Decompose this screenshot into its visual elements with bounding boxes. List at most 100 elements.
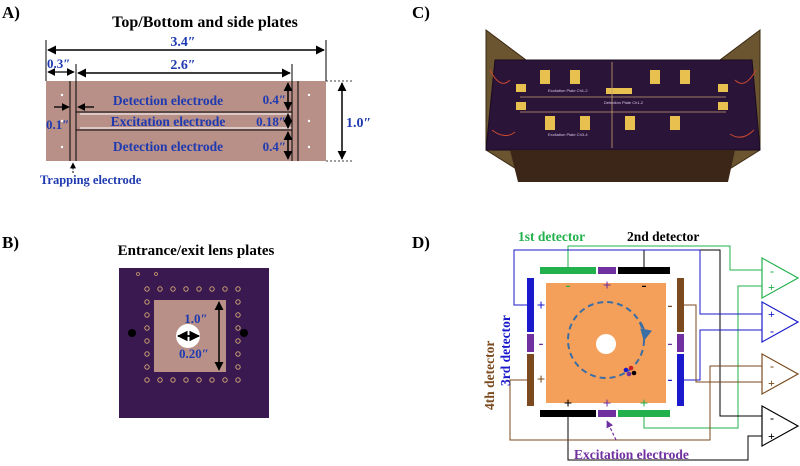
panel-a: A) Top/Bottom and side plates 3.4″ 0.3″	[2, 3, 371, 187]
wiring	[509, 245, 762, 461]
lens-pad	[144, 377, 150, 383]
lens-pad	[144, 299, 150, 305]
cell-aperture	[596, 334, 616, 354]
dim-hole-label: 0.20″	[179, 346, 209, 361]
lens-pad	[222, 286, 228, 292]
label-excite: Excitation electrode	[111, 114, 226, 129]
sign: +	[603, 396, 612, 412]
bottom-black-bar	[540, 410, 596, 417]
dim-detect-top-label: 0.4″	[263, 92, 286, 107]
lens-pad	[170, 286, 176, 292]
panel-a-letter: A)	[2, 3, 20, 22]
sign: +	[640, 396, 649, 412]
pad-small	[136, 272, 140, 276]
lens-pad	[144, 312, 150, 318]
panel-d-letter: D)	[412, 233, 430, 252]
wire-green-bottom	[643, 285, 762, 429]
amp-3rd	[761, 300, 800, 344]
lens-pad	[183, 286, 189, 292]
lens-pad	[196, 286, 202, 292]
lens-pad	[222, 377, 228, 383]
lens-pad	[235, 338, 241, 344]
gold-pads	[516, 70, 728, 130]
sign: -	[642, 278, 647, 294]
excitation-callout-arrow	[606, 420, 617, 441]
label-3rd-detector: 3rd detector	[498, 315, 513, 386]
pad-small	[154, 272, 158, 276]
dim-gap-label: 0.1″	[46, 117, 69, 132]
lens-pad	[209, 286, 215, 292]
dim-total-label: 3.4″	[170, 35, 195, 50]
electrode-bars	[527, 267, 684, 417]
amp-sign: -	[770, 411, 774, 425]
pcb-text-1: Excitation Plate Ch1-2	[548, 88, 588, 93]
pcb-text-2: Detection Plate Ch1-2	[604, 100, 644, 105]
wire-blue-left-b	[699, 250, 762, 315]
sign: -	[668, 372, 673, 388]
amp-4th	[761, 352, 800, 396]
label-detect-top: Detection electrode	[113, 93, 223, 108]
polarity-signs: - + - + + + + - + - - -	[537, 278, 673, 412]
lens-pad	[235, 286, 241, 292]
wire-black-top	[643, 249, 762, 417]
label-detect-bottom: Detection electrode	[113, 139, 223, 154]
amp-sign: -	[770, 359, 774, 373]
sign: +	[564, 396, 573, 412]
right-purple-bar	[677, 334, 684, 352]
bottom-green-bar	[618, 410, 670, 417]
panel-c-letter: C)	[412, 3, 430, 22]
lens-pad	[144, 325, 150, 331]
lens-pad	[235, 364, 241, 370]
trap-photo: Excitation Plate Ch1-2 Detection Plate C…	[485, 29, 761, 182]
sign: +	[537, 372, 546, 388]
left-brown-bar	[527, 354, 534, 406]
label-4th-detector: 4th detector	[482, 341, 497, 410]
lens-pad	[235, 377, 241, 383]
via-dots	[60, 93, 311, 149]
label-1st-detector: 1st detector	[518, 229, 585, 244]
sign: +	[603, 278, 612, 294]
plate-body	[46, 81, 326, 161]
lens-pad	[144, 286, 150, 292]
lens-pad	[235, 351, 241, 357]
panel-b-letter: B)	[2, 233, 19, 252]
panel-c: C)	[412, 3, 761, 182]
wire-blue-right	[684, 329, 762, 381]
lens-pad	[170, 377, 176, 383]
sign: -	[539, 336, 544, 352]
sign: +	[537, 298, 546, 314]
right-brown-bar	[677, 278, 684, 332]
top-purple-bar	[598, 267, 616, 274]
lens-pad	[209, 377, 215, 383]
label-trapping: Trapping electrode	[40, 173, 142, 187]
top-green-bar	[540, 267, 596, 274]
lens-pad	[235, 299, 241, 305]
amp-sign: +	[768, 429, 775, 443]
lens-pad	[235, 312, 241, 318]
sign: -	[668, 336, 673, 352]
lens-pad	[144, 338, 150, 344]
wire-brown-right	[684, 304, 762, 383]
lens-pad	[157, 286, 163, 292]
pcb-traces	[520, 62, 726, 148]
mount-hole-left	[128, 329, 136, 337]
top-black-bar	[618, 267, 670, 274]
panel-d: D) - +	[412, 229, 800, 462]
sign: -	[668, 298, 673, 314]
lens-pad	[144, 364, 150, 370]
dim-excite-label: 0.18″	[256, 114, 286, 129]
dim-inner-label: 2.6″	[170, 58, 195, 73]
panel-b: B) Entrance/exit lens plates 1.0″ 0.20″	[2, 233, 274, 418]
amp-2nd	[761, 404, 800, 448]
label-excitation-electrode: Excitation electrode	[574, 447, 689, 462]
pcb-underside	[510, 150, 735, 182]
wires	[489, 69, 757, 138]
wire-blue-left	[513, 249, 700, 306]
pcb-text-3: Excitation Plate Ch3-4	[548, 132, 588, 137]
right-blue-bar	[677, 354, 684, 406]
amp-1st	[761, 256, 800, 300]
sign: -	[566, 278, 571, 294]
wire-green-top	[567, 245, 762, 271]
amp-sign: -	[770, 264, 774, 278]
